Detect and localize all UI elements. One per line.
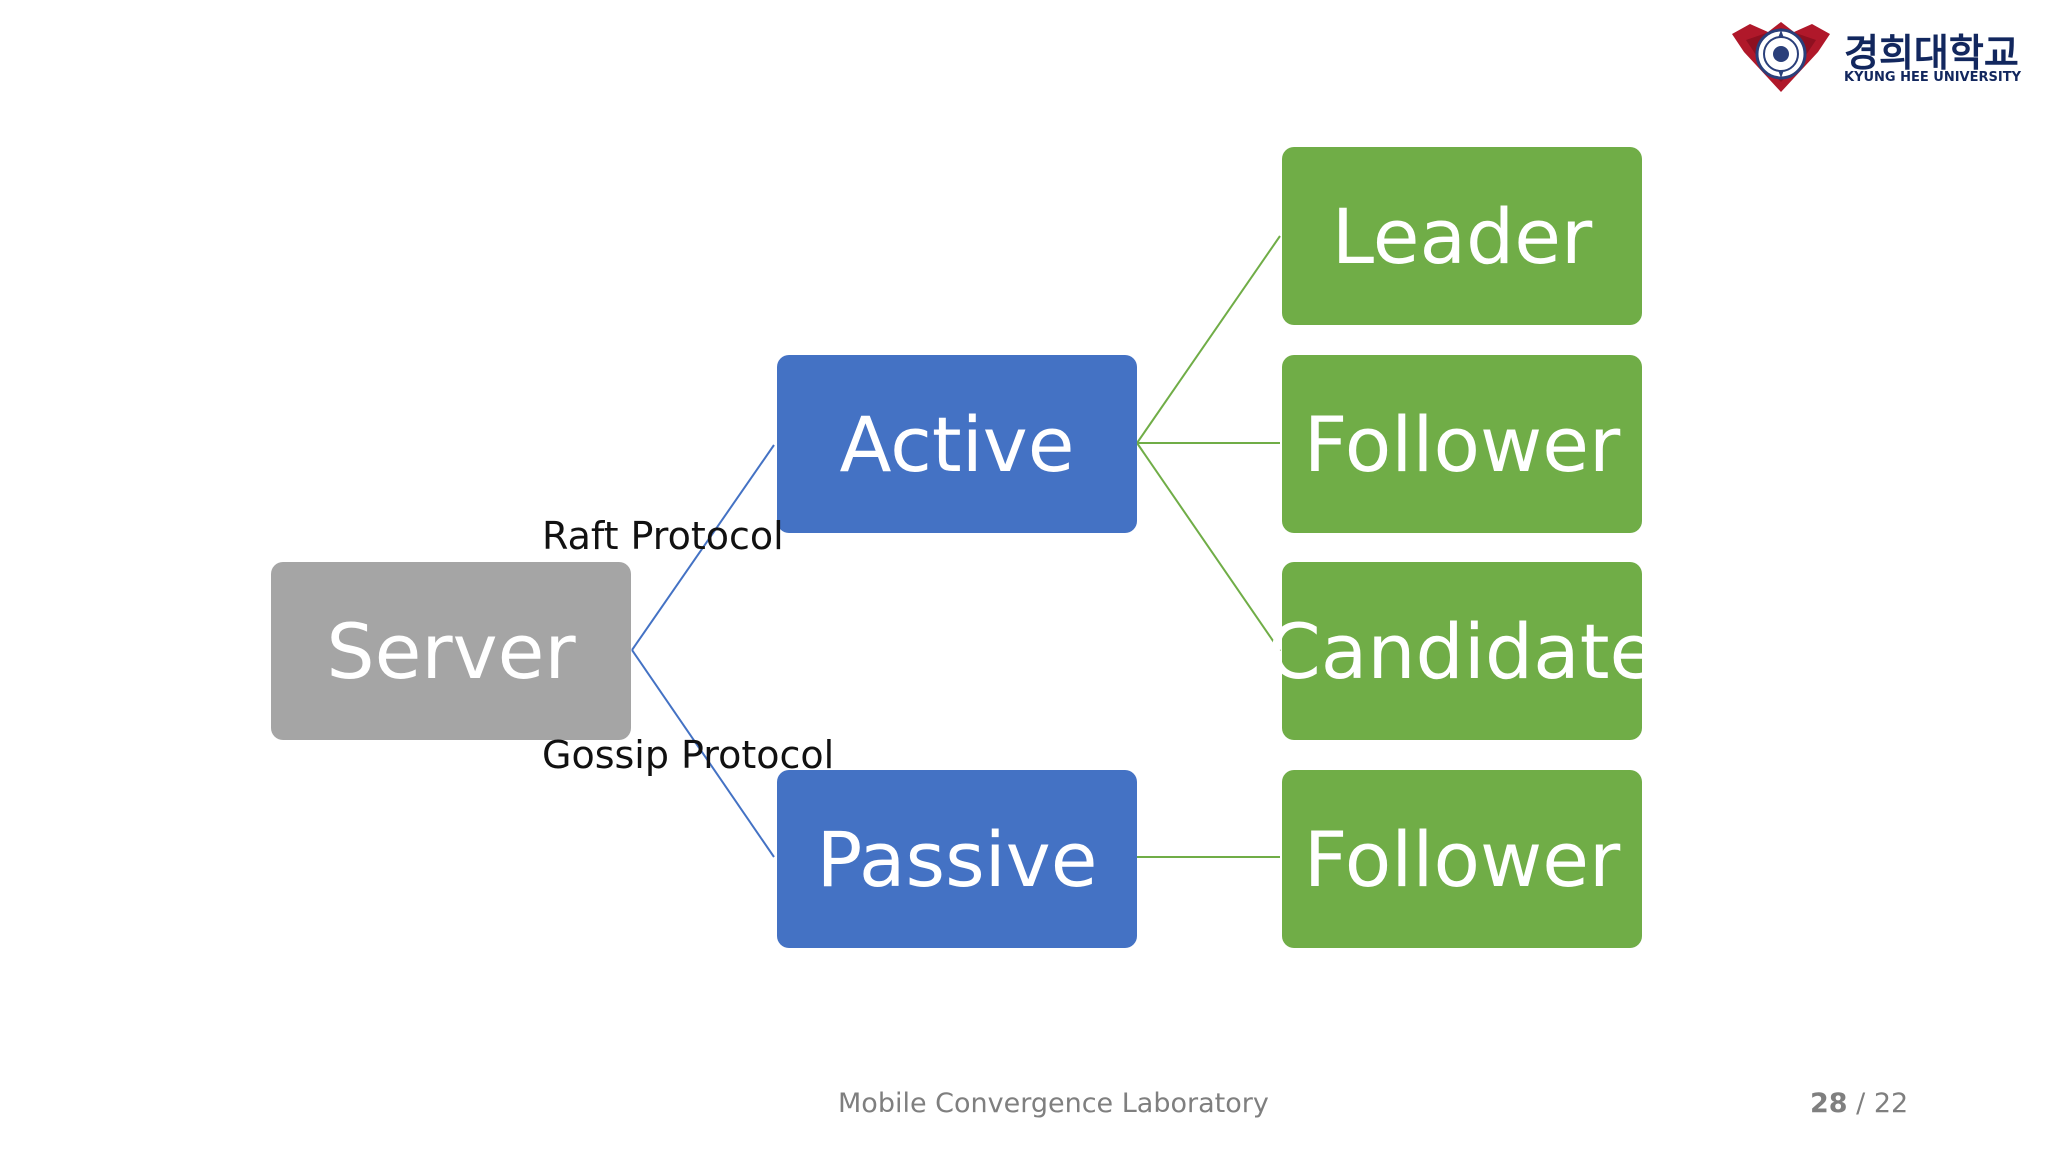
node-follower-active: Follower [1282, 355, 1642, 533]
node-candidate: Candidate [1268, 562, 1656, 740]
page-total: 22 [1873, 1088, 1909, 1119]
node-follower-passive: Follower [1282, 770, 1642, 948]
label-raft-protocol: Raft Protocol [542, 514, 784, 558]
edge-active-candidate [1136, 442, 1281, 652]
edge-active-leader [1136, 235, 1281, 444]
edge-server-passive [631, 649, 775, 858]
university-emblem-icon [1732, 22, 1830, 92]
node-server: Server [271, 562, 631, 740]
node-active: Active [777, 355, 1137, 533]
edge-server-active [631, 444, 775, 651]
university-name-english: KYUNG HEE UNIVERSITY [1844, 70, 2021, 85]
node-passive: Passive [777, 770, 1137, 948]
university-logo: 경희대학교 KYUNG HEE UNIVERSITY [1728, 18, 2028, 98]
page-number: 28 / 22 [1810, 1088, 1908, 1119]
label-gossip-protocol: Gossip Protocol [542, 733, 835, 777]
university-name: 경희대학교 [1844, 31, 2019, 75]
page-separator: / [1856, 1088, 1866, 1119]
page-current: 28 [1810, 1088, 1848, 1119]
node-leader: Leader [1282, 147, 1642, 325]
footer-lab-name: Mobile Convergence Laboratory [838, 1088, 1269, 1119]
